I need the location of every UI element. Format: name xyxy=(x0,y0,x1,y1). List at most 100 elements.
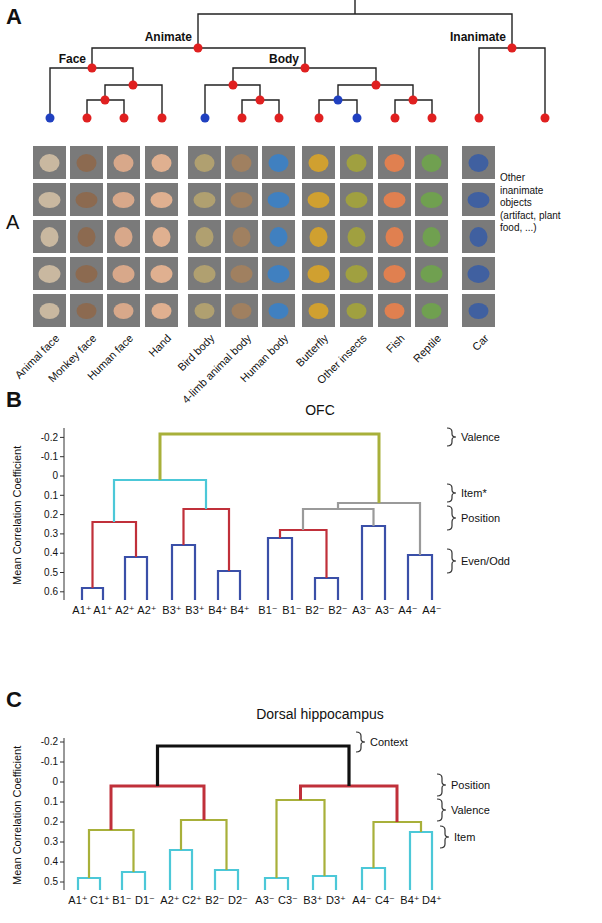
tree-dot xyxy=(46,114,55,123)
tick-label: 0.4 xyxy=(44,547,58,559)
dendrogram-branch xyxy=(301,786,398,822)
leaf-label: B1⁻ xyxy=(282,604,301,617)
level-label: Position xyxy=(461,512,500,525)
leaf-label: D3⁺ xyxy=(326,894,346,907)
image-column xyxy=(415,146,448,327)
leaf-label: B4⁺ xyxy=(208,604,227,617)
category-label: 4-limb animal body xyxy=(180,332,254,406)
dendrogram-branch xyxy=(408,555,432,600)
leaf-label: A1⁺ xyxy=(68,894,87,907)
tree-dot xyxy=(275,114,284,123)
tree-branch xyxy=(198,0,512,48)
dendrogram-branch xyxy=(122,872,145,890)
dendrogram-branch xyxy=(82,588,103,600)
panel-letter: C xyxy=(6,687,22,712)
dendrogram-branch xyxy=(111,786,204,830)
tree-dot xyxy=(334,96,343,105)
brace xyxy=(356,732,365,752)
hippocampus-dendrogram xyxy=(78,746,432,890)
tick-label: 0.4 xyxy=(44,856,58,868)
brace xyxy=(437,799,446,821)
level-label: Valence xyxy=(451,804,490,817)
leaf-label: A1⁺ xyxy=(93,604,112,617)
leaf-label: A3⁻ xyxy=(375,604,394,617)
tree-dot xyxy=(301,64,310,73)
tree-dot xyxy=(88,64,97,73)
tick-label: -0.1 xyxy=(41,451,58,463)
tick-label: 0.2 xyxy=(44,816,58,828)
image-column xyxy=(378,146,411,327)
image-column xyxy=(462,146,495,327)
image-column xyxy=(302,146,335,327)
category-tree xyxy=(50,0,545,118)
tree-dot xyxy=(353,114,362,123)
brace xyxy=(447,428,456,446)
leaf-label: B1⁻ xyxy=(258,604,277,617)
brace xyxy=(447,549,456,573)
tree-dot xyxy=(238,114,247,123)
image-column xyxy=(107,146,140,327)
tree-group-label: Face xyxy=(59,53,86,67)
dendrogram-branch xyxy=(277,800,325,878)
leaf-label: A4⁻ xyxy=(398,604,417,617)
leaf-label: B1⁻ xyxy=(112,894,131,907)
level-label: Position xyxy=(451,779,490,792)
image-column xyxy=(262,146,295,327)
leaf-label: C1⁺ xyxy=(90,894,110,907)
tree-branch xyxy=(205,85,260,118)
image-grid xyxy=(33,146,495,327)
dendrogram-branch xyxy=(160,434,379,503)
plot-title: Dorsal hippocampus xyxy=(256,706,384,722)
y-axis xyxy=(60,428,64,890)
tree-dot xyxy=(428,114,437,123)
tree-group-label: Inanimate xyxy=(450,31,506,45)
dendrogram-branch xyxy=(170,850,192,890)
category-label: Car xyxy=(469,332,490,353)
image-column xyxy=(33,146,66,327)
dendrogram-branch xyxy=(410,832,432,890)
axis-line xyxy=(60,738,64,890)
leaf-label: D2⁻ xyxy=(228,894,248,907)
dendrogram-branch xyxy=(303,509,374,530)
level-label: Item* xyxy=(461,487,487,500)
tree-dot xyxy=(256,96,265,105)
leaf-label: A2⁺ xyxy=(115,604,134,617)
leaf-label: B2⁻ xyxy=(205,894,224,907)
dendrogram-branch xyxy=(125,557,147,600)
tree-dot xyxy=(158,114,167,123)
leaf-label: D4⁺ xyxy=(422,894,442,907)
brace xyxy=(447,484,456,502)
tree-dot xyxy=(129,81,138,90)
level-label: Even/Odd xyxy=(461,555,510,568)
image-column xyxy=(225,146,258,327)
panel-letter: A xyxy=(6,4,22,29)
dendrogram-branch xyxy=(78,878,100,890)
leaf-label: B3⁺ xyxy=(185,604,204,617)
dendrogram-branch xyxy=(265,878,288,890)
tree-branch xyxy=(50,68,133,118)
tick-label: 0.3 xyxy=(44,836,58,848)
leaf-label: A2⁺ xyxy=(160,894,179,907)
brace xyxy=(437,774,446,796)
tick-label: 0 xyxy=(52,776,58,788)
leaf-label: B2⁻ xyxy=(328,604,347,617)
category-label: Butterfly xyxy=(293,332,330,369)
tree-branch xyxy=(479,48,545,118)
tree-dot xyxy=(508,44,517,53)
dendrogram-branch xyxy=(172,545,195,600)
dendrogram-branch xyxy=(313,876,336,890)
leaf-label: B2⁻ xyxy=(305,604,324,617)
axis-title: Mean Correlation Coefficient xyxy=(12,745,25,884)
tree-dots xyxy=(46,44,550,123)
dendrogram-branch xyxy=(338,503,420,555)
dendrogram-branch xyxy=(268,538,292,600)
dendrogram-branch xyxy=(184,509,230,571)
tree-dot xyxy=(475,114,484,123)
brace xyxy=(440,826,449,848)
tree-dot xyxy=(541,114,550,123)
dendrogram-branch xyxy=(315,578,338,600)
tree-dot xyxy=(229,81,238,90)
dendrogram-branch xyxy=(362,526,385,600)
level-label: Valence xyxy=(461,431,500,444)
